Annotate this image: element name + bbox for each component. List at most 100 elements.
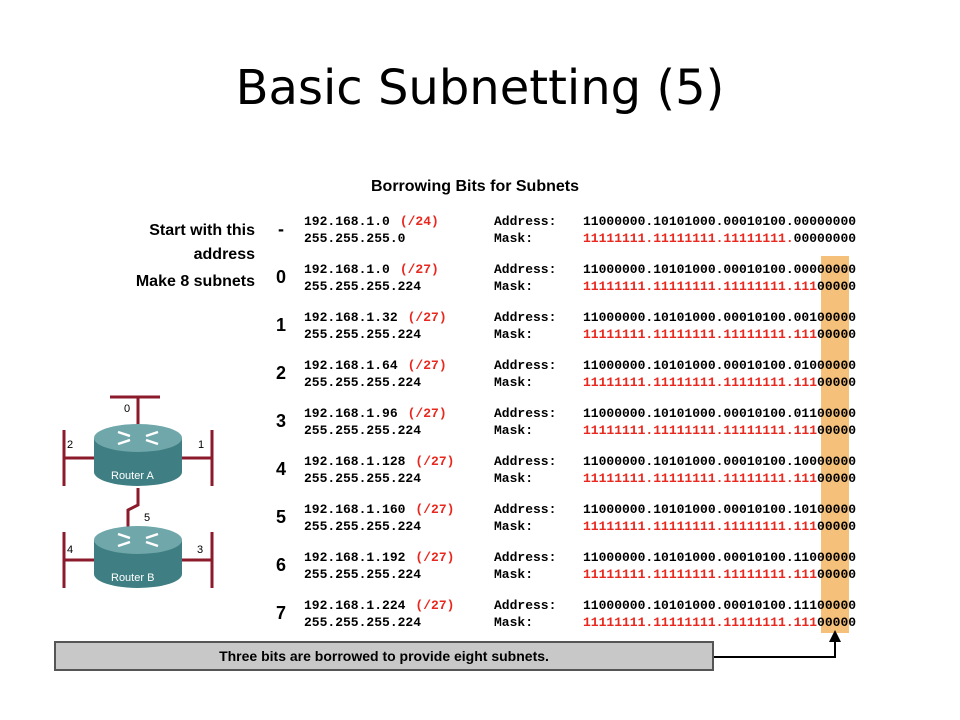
address-binary: 11000000.10101000.00010100.00000000: [583, 262, 857, 277]
address-binary: 11000000.10101000.00010100.10100000: [583, 502, 857, 517]
subnet-row: 4 192.168.1.128(/27) 255.255.255.224 Addres…: [0, 453, 960, 491]
mask-binary: 11111111.11111111.11111111.11100000: [583, 519, 857, 534]
subnet-row: 0 192.168.1.0(/27) 255.255.255.224 Address:…: [0, 261, 960, 299]
router-a-port-1: 1: [198, 439, 204, 451]
address-binary: 11000000.10101000.00010100.00100000: [583, 310, 857, 325]
mask-binary: 11111111.11111111.11111111.00000000: [583, 231, 857, 246]
ip-address: 192.168.1.224(/27): [304, 598, 455, 613]
router-b-port-4: 4: [67, 544, 73, 556]
mask-label: Mask:: [494, 279, 534, 294]
row-index: -: [278, 219, 284, 239]
address-binary: 11000000.10101000.00010100.10000000: [583, 454, 857, 469]
caption-box: Three bits are borrowed to provide eight…: [54, 641, 714, 671]
subnet-mask: 255.255.255.224: [304, 567, 422, 582]
row-index: 1: [275, 315, 286, 335]
row-index: 4: [275, 459, 286, 479]
prefix: (/27): [407, 406, 447, 421]
prefix: (/27): [415, 550, 455, 565]
figure-title: Borrowing Bits for Subnets: [371, 178, 579, 195]
address-label: Address:: [494, 310, 557, 325]
side-label-start: Start with this: [149, 222, 255, 239]
mask-label: Mask:: [494, 327, 534, 342]
row-index: 6: [275, 555, 286, 575]
row-index: 0: [275, 267, 286, 287]
mask-binary: 11111111.11111111.11111111.11100000: [583, 615, 857, 630]
row-index: 2: [275, 363, 286, 383]
mask-binary: 11111111.11111111.11111111.11100000: [583, 471, 857, 486]
base-address-row: - 192.168.1.0(/24) 255.255.255.0 Address…: [0, 213, 960, 251]
arrow-head: [829, 630, 841, 642]
mask-label: Mask:: [494, 375, 534, 390]
ip-address: 192.168.1.192(/27): [304, 550, 455, 565]
side-label-make: Make 8 subnets: [135, 273, 255, 290]
address-label: Address:: [494, 358, 557, 373]
subnet-row: 3 192.168.1.96(/27) 255.255.255.224 Address…: [0, 405, 960, 443]
prefix: (/27): [399, 262, 439, 277]
ip-address: 192.168.1.160(/27): [304, 502, 455, 517]
mask-label: Mask:: [494, 423, 534, 438]
mask-label: Mask:: [494, 567, 534, 582]
router-b-port-3: 3: [197, 544, 203, 556]
router-a-icon: [94, 424, 182, 486]
row-index: 7: [275, 603, 286, 623]
subnet-row: 7 192.168.1.224(/27) 255.255.255.224 Addres…: [0, 597, 960, 635]
ip-address: 192.168.1.0(/27): [304, 262, 439, 277]
prefix: (/27): [407, 310, 447, 325]
subnet-mask: 255.255.255.224: [304, 423, 422, 438]
row-index: 3: [275, 411, 286, 431]
caption-arrow: [714, 640, 836, 658]
side-label-address: address: [193, 246, 255, 263]
address-label: Address:: [494, 214, 557, 229]
address-binary: 11000000.10101000.00010100.11100000: [583, 598, 857, 613]
mask-binary: 11111111.11111111.11111111.11100000: [583, 423, 857, 438]
address-binary: 11000000.10101000.00010100.11000000: [583, 550, 857, 565]
prefix: (/27): [407, 358, 447, 373]
prefix: (/27): [415, 502, 455, 517]
subnet-mask: 255.255.255.0: [304, 231, 406, 246]
mask-label: Mask:: [494, 615, 534, 630]
router-b-icon: [94, 526, 182, 588]
ip-address: 192.168.1.0(/24): [304, 214, 439, 229]
address-binary: 11000000.10101000.00010100.01100000: [583, 406, 857, 421]
router-a-port-0: 0: [124, 403, 130, 415]
address-label: Address:: [494, 598, 557, 613]
subnet-mask: 255.255.255.224: [304, 615, 422, 630]
address-label: Address:: [494, 454, 557, 469]
link-port-5: 5: [144, 512, 150, 524]
subnet-mask: 255.255.255.224: [304, 327, 422, 342]
prefix: (/27): [415, 454, 455, 469]
subnet-row: 5 192.168.1.160(/27) 255.255.255.224 Addres…: [0, 501, 960, 539]
router-a-label: Router A: [111, 470, 154, 482]
subnet-row: 6 192.168.1.192(/27) 255.255.255.224 Addres…: [0, 549, 960, 587]
prefix: (/27): [415, 598, 455, 613]
address-binary: 11000000.10101000.00010100.01000000: [583, 358, 857, 373]
subnet-row: 1 192.168.1.32(/27) 255.255.255.224 Address…: [0, 309, 960, 347]
mask-label: Mask:: [494, 471, 534, 486]
ip-address: 192.168.1.128(/27): [304, 454, 455, 469]
router-b-label: Router B: [111, 572, 154, 584]
subnet-mask: 255.255.255.224: [304, 375, 422, 390]
slide-title: Basic Subnetting (5): [235, 60, 725, 116]
address-label: Address:: [494, 550, 557, 565]
subnet-mask: 255.255.255.224: [304, 279, 422, 294]
mask-binary: 11111111.11111111.11111111.11100000: [583, 375, 857, 390]
address-binary: 11000000.10101000.00010100.00000000: [583, 214, 857, 229]
prefix: (/24): [399, 214, 439, 229]
address-label: Address:: [494, 406, 557, 421]
mask-binary: 11111111.11111111.11111111.11100000: [583, 279, 857, 294]
router-a-port-2: 2: [67, 439, 73, 451]
mask-label: Mask:: [494, 519, 534, 534]
subnet-mask: 255.255.255.224: [304, 519, 422, 534]
subnet-mask: 255.255.255.224: [304, 471, 422, 486]
ip-address: 192.168.1.32(/27): [304, 310, 447, 325]
mask-binary: 11111111.11111111.11111111.11100000: [583, 327, 857, 342]
borrowed-bits-highlight: [821, 256, 849, 633]
address-label: Address:: [494, 262, 557, 277]
mask-binary: 11111111.11111111.11111111.11100000: [583, 567, 857, 582]
address-label: Address:: [494, 502, 557, 517]
mask-label: Mask:: [494, 231, 534, 246]
row-index: 5: [275, 507, 286, 527]
ip-address: 192.168.1.96(/27): [304, 406, 447, 421]
